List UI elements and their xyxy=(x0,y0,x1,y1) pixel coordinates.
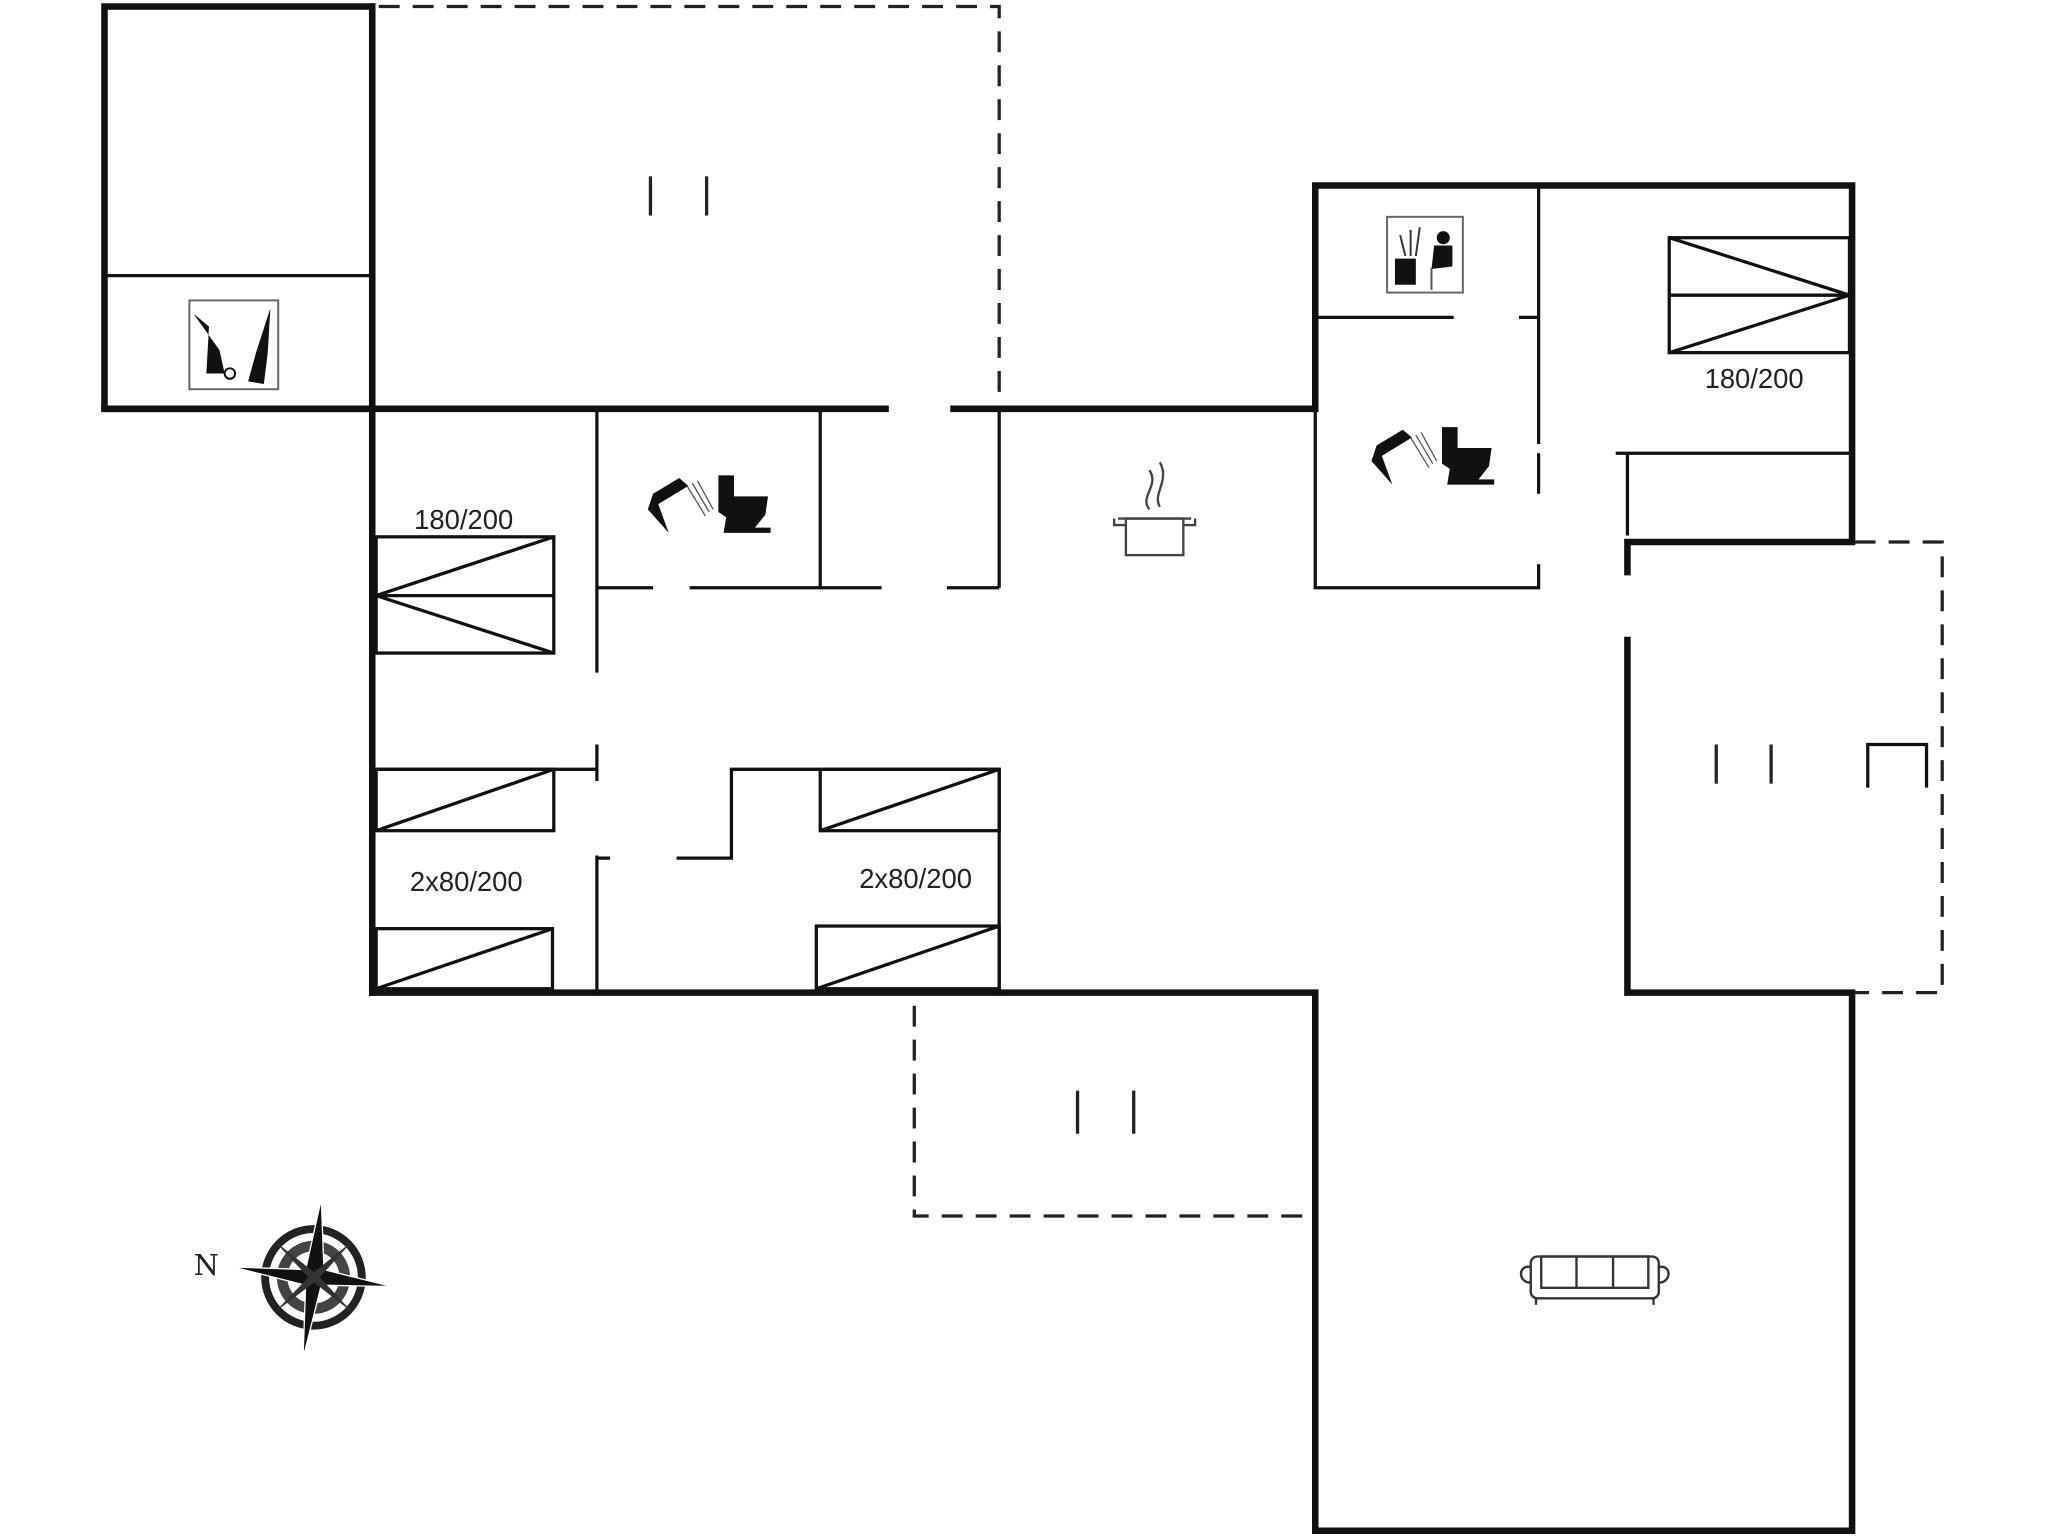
bed-label-middle-twin: 2x80/200 xyxy=(859,863,972,894)
bed-label-right-double: 180/200 xyxy=(1705,363,1804,394)
bathroom-icon xyxy=(1371,427,1495,485)
sofa-icon xyxy=(1519,1255,1670,1305)
compass-rose-icon xyxy=(232,1198,392,1359)
sauna-shower-icon xyxy=(1386,215,1464,294)
north-label: N xyxy=(194,1248,219,1282)
bathroom-icon xyxy=(647,475,771,533)
terrace-south xyxy=(912,1005,1307,1218)
bed-icon xyxy=(374,236,1855,991)
bed-label-left-twin: 2x80/200 xyxy=(410,866,523,897)
bed-label-left-double: 180/200 xyxy=(414,504,513,535)
terrace-north xyxy=(378,4,1001,405)
kitchen-pot-icon xyxy=(1112,461,1197,557)
utility-icon xyxy=(188,299,280,391)
interior-walls xyxy=(104,185,1850,993)
exterior-walls xyxy=(101,3,1856,1535)
terrace-east xyxy=(1854,540,1944,995)
terrace-marker-icon xyxy=(648,176,1773,1134)
fireplace-icon xyxy=(1866,742,1929,788)
